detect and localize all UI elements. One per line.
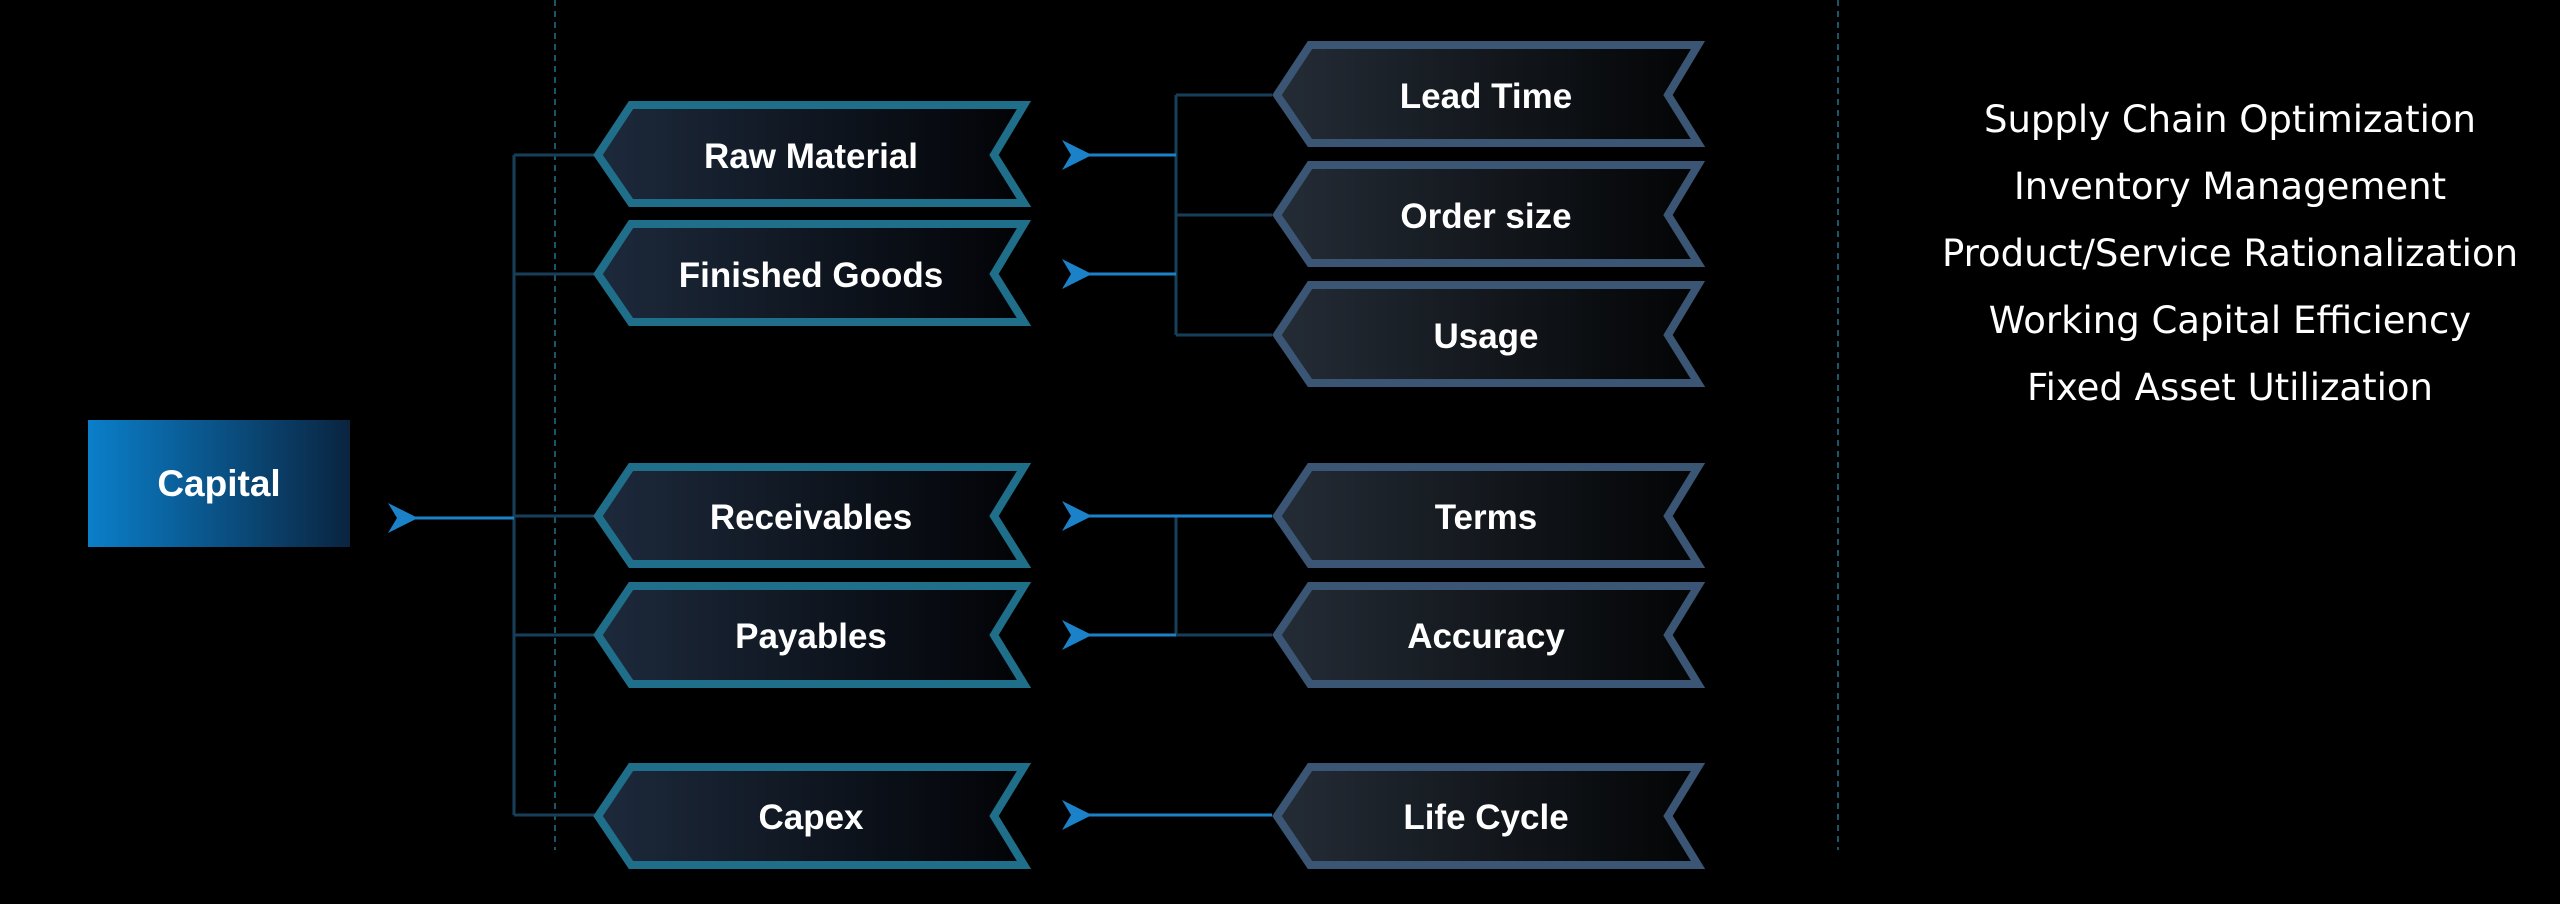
outcome-item: Product/Service Rationalization: [1941, 232, 2519, 275]
outcome-item: Fixed Asset Utilization: [2027, 366, 2433, 409]
factor-chevron-accuracy: Accuracy: [1272, 582, 1706, 688]
driver-chevron-payables: Payables: [593, 582, 1032, 688]
driver-chevron-raw-material: Raw Material: [593, 101, 1032, 207]
driver-chevron-capex: Capex: [593, 763, 1032, 869]
driver-label: Payables: [735, 617, 887, 656]
driver-label: Finished Goods: [679, 256, 943, 295]
factor-label: Usage: [1433, 317, 1538, 356]
factor-label: Order size: [1400, 197, 1571, 236]
factor-label: Life Cycle: [1403, 798, 1568, 837]
capital-label: Capital: [157, 463, 280, 504]
driver-chevron-receivables: Receivables: [593, 463, 1032, 568]
factor-chevron-terms: Terms: [1272, 463, 1706, 568]
outcomes-list: Supply Chain Optimization Inventory Mana…: [1880, 86, 2560, 421]
driver-label: Raw Material: [704, 137, 918, 176]
driver-chevron-finished-goods: Finished Goods: [593, 220, 1032, 326]
factor-chevron-lead-time: Lead Time: [1272, 41, 1706, 147]
left-connectors: [512, 153, 595, 817]
right-connectors: [1174, 93, 1272, 637]
capital-box: Capital: [88, 420, 350, 547]
factor-chevron-order-size: Order size: [1272, 161, 1706, 267]
factor-label: Lead Time: [1400, 77, 1572, 116]
factor-chevron-usage: Usage: [1272, 281, 1706, 387]
driver-arrows: [1062, 140, 1272, 830]
outcome-item: Inventory Management: [2013, 165, 2447, 208]
driver-label: Receivables: [710, 498, 912, 537]
factor-label: Terms: [1435, 498, 1537, 537]
factor-label: Accuracy: [1407, 617, 1565, 656]
outcome-item: Working Capital Efficiency: [1988, 299, 2472, 342]
factor-chevron-life-cycle: Life Cycle: [1272, 763, 1706, 869]
driver-label: Capex: [758, 798, 864, 837]
outcome-item: Supply Chain Optimization: [1984, 98, 2476, 141]
